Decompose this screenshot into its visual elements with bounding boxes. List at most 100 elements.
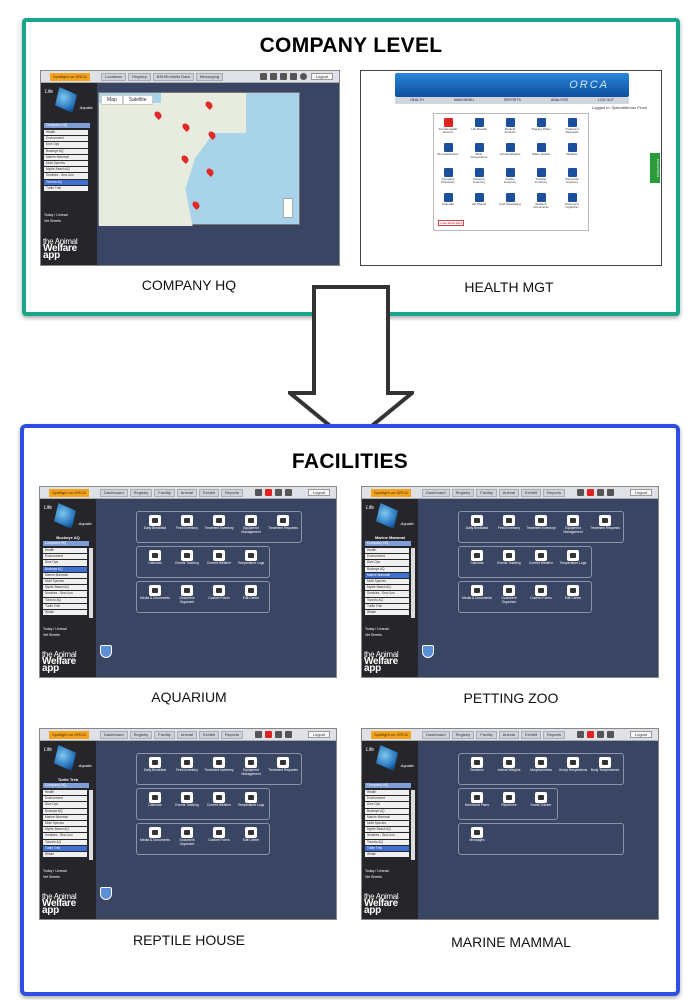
mail-icon[interactable] <box>577 731 584 738</box>
health-tile-label[interactable]: Body Temperature <box>470 152 488 160</box>
health-tile-label[interactable]: Treatment Requests <box>565 127 579 135</box>
logout-button[interactable]: Logout <box>308 489 330 496</box>
lose-stock-alert-button[interactable]: Lose Stock Alert <box>438 220 464 226</box>
nav-button[interactable]: Facility <box>154 731 175 739</box>
facility-list-item[interactable]: Marine Mammal <box>44 154 88 160</box>
facility-list-item[interactable]: Marine Mammal <box>43 814 87 820</box>
tile-button[interactable]: Temperature Logs <box>236 550 266 566</box>
tile-button[interactable]: Nutritional Plans <box>462 792 492 808</box>
health-tile-label[interactable]: User Messaging <box>499 202 521 206</box>
tile-button[interactable]: Daily Breakfast <box>462 515 492 531</box>
tile-button[interactable]: Custom Forms <box>204 827 234 843</box>
facility-list-item[interactable]: Toronto AQ <box>365 597 409 603</box>
facility-list-item[interactable]: Toronto AQ <box>43 597 87 603</box>
health-tile-label[interactable]: Reconcile Inventory <box>565 177 579 185</box>
tile-button[interactable]: Events Tracking <box>172 550 202 566</box>
health-tile-icon[interactable] <box>444 168 453 177</box>
scrollbar[interactable] <box>89 790 93 860</box>
nav-button[interactable]: BSH/Exhibits Data <box>152 73 194 81</box>
facility-list-item[interactable]: Buckeye AQ <box>44 148 88 154</box>
globe-icon[interactable] <box>597 489 604 496</box>
health-tile-label[interactable]: Medical Analysis <box>504 127 516 135</box>
facility-list-item[interactable]: Myrtle Beach AQ <box>44 167 88 173</box>
health-tile-icon[interactable] <box>475 168 484 177</box>
tile-button[interactable]: Feed Inventory <box>494 515 524 531</box>
health-tile-label[interactable]: Vet Sheets <box>471 202 487 206</box>
tile-button[interactable]: Media & Documents <box>462 585 492 601</box>
facility-list-item[interactable]: Smokies - Sea Lion <box>365 591 409 597</box>
nav-button[interactable]: Exhibit <box>520 489 541 497</box>
nav-button[interactable]: Registry <box>451 731 475 739</box>
facility-list-item[interactable]: Multi Species <box>365 820 409 827</box>
facility-list-item[interactable]: Buckeye AQ <box>365 566 409 572</box>
map-pin-icon[interactable] <box>191 200 201 210</box>
facility-list-item[interactable]: Marine Mammal <box>365 814 409 820</box>
health-tile-icon[interactable] <box>537 193 546 202</box>
tile-button[interactable]: Equipment Management <box>236 757 266 776</box>
facility-list-item[interactable]: Environment <box>43 554 87 560</box>
nav-button[interactable]: Registry <box>451 489 475 497</box>
tile-button[interactable]: Calendar <box>140 792 170 808</box>
facility-list-item[interactable]: Smokies - Sea Lion <box>43 591 87 597</box>
tile-button[interactable]: Events Tracking <box>494 550 524 566</box>
facility-list-item[interactable]: Health <box>365 548 409 554</box>
health-tile-label[interactable]: Animal Weights <box>499 152 521 156</box>
health-tile-icon[interactable] <box>444 118 453 127</box>
gear-icon[interactable] <box>607 731 614 738</box>
tile-button[interactable]: Calendar <box>462 550 492 566</box>
company-hq-label[interactable]: Company HQ <box>365 783 411 788</box>
nav-button[interactable]: Animal <box>498 731 519 739</box>
facility-list-item[interactable]: Dive Ops <box>44 142 88 148</box>
nav-button[interactable]: Registry <box>129 731 153 739</box>
mail-icon[interactable] <box>255 731 262 738</box>
nav-button[interactable]: Facility <box>476 731 497 739</box>
health-tile-icon[interactable] <box>506 143 515 152</box>
facility-list-item[interactable]: Whale <box>365 851 409 858</box>
health-tile-label[interactable]: Therapy Plans <box>531 127 551 131</box>
zoom-control[interactable] <box>283 198 293 218</box>
facility-list-item[interactable]: Buckeye AQ <box>43 808 87 814</box>
tile-button[interactable]: Treatment Requests <box>268 515 298 531</box>
tile-button[interactable]: Treatment Requests <box>590 515 620 531</box>
nav-button[interactable]: Locations <box>101 73 127 81</box>
health-tile-icon[interactable] <box>568 118 577 127</box>
tile-button[interactable]: Document Organizer <box>172 585 202 604</box>
tile-button[interactable]: Temperature Logs <box>236 792 266 808</box>
health-tile-label[interactable]: Media & Documents <box>533 202 549 210</box>
facility-list-item[interactable]: Myrtle Beach AQ <box>365 585 409 591</box>
facility-list-item[interactable]: Multi Species <box>43 820 87 827</box>
facility-list-item[interactable]: Health <box>44 130 88 136</box>
tile-button[interactable]: Document Organizer <box>172 827 202 846</box>
logout-button[interactable]: Logout <box>630 489 652 496</box>
nav-button[interactable]: Animal <box>498 489 519 497</box>
gear-icon[interactable] <box>607 489 614 496</box>
tile-button[interactable]: Social Tracker <box>526 792 556 808</box>
health-tile-icon[interactable] <box>506 193 515 202</box>
health-tile-icon[interactable] <box>537 168 546 177</box>
shield-icon[interactable] <box>100 887 112 900</box>
facility-list-item[interactable]: Health <box>365 790 409 796</box>
tile-button[interactable]: Edit Center <box>236 827 266 843</box>
tile-button[interactable]: Media & Documents <box>140 585 170 601</box>
nav-button[interactable]: Animal <box>176 489 197 497</box>
spotlight-button[interactable]: Spotlight on ORCA <box>50 73 90 81</box>
facility-list-item[interactable]: Toronto AQ <box>365 839 409 845</box>
facility-list-item[interactable]: Myrtle Beach AQ <box>43 827 87 833</box>
tile-button[interactable]: Treatment Requests <box>268 757 298 773</box>
alert-icon[interactable] <box>587 731 594 738</box>
facility-list-item[interactable]: Turtle Trek <box>44 185 88 191</box>
facility-list-item[interactable]: Dive Ops <box>43 802 87 808</box>
facility-list-item[interactable]: Multi Species <box>365 578 409 585</box>
tile-button[interactable]: Equipment Management <box>236 515 266 534</box>
nav-button[interactable]: Exhibit <box>198 489 219 497</box>
facility-list-item[interactable]: Toronto AQ <box>43 839 87 845</box>
map-tab[interactable]: Map <box>101 95 123 105</box>
facility-list-item[interactable]: Health <box>43 790 87 796</box>
health-tile-label[interactable]: Physical Exams <box>437 152 459 156</box>
health-tile-icon[interactable] <box>506 168 515 177</box>
tile-button[interactable]: Calendar <box>140 550 170 566</box>
nav-button[interactable]: Animal <box>176 731 197 739</box>
health-tile-label[interactable]: Lab Results <box>471 127 487 131</box>
tile-button[interactable]: Events Tracking <box>172 792 202 808</box>
mail-icon[interactable] <box>255 489 262 496</box>
